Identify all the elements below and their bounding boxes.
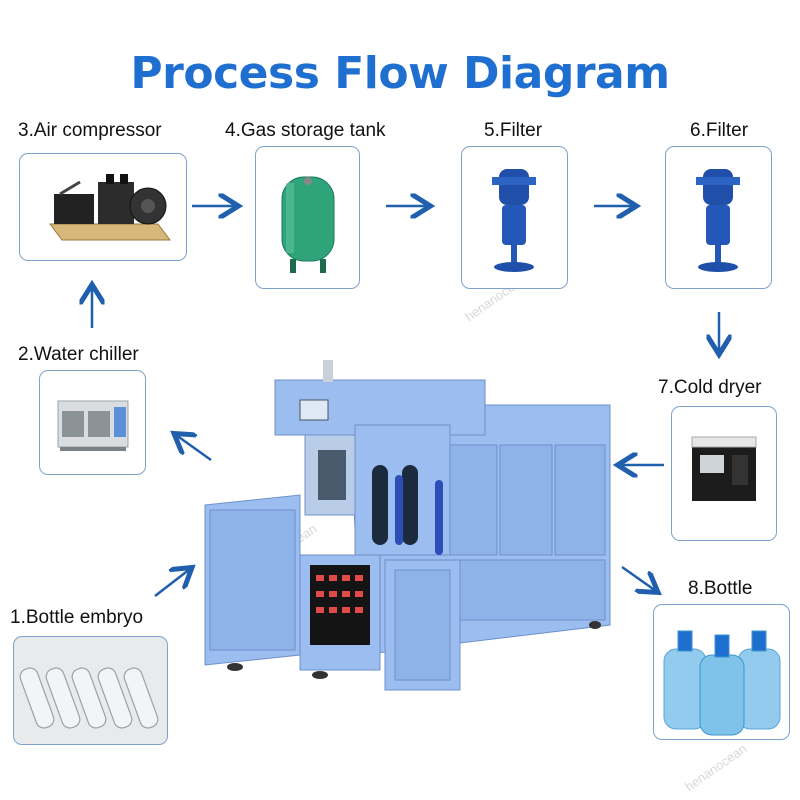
arrow-embryo-to-machine [154,569,190,597]
bottle-image [653,604,790,740]
step-label-air-compressor: 3.Air compressor [18,120,162,141]
step-label-water-chiller: 2.Water chiller [18,344,139,365]
arrow-machine-to-chiller [176,435,212,462]
cold-dryer-image [671,406,777,541]
gas-storage-tank-image [255,146,360,289]
arrow-machine-to-bottle [621,565,656,591]
step-label-gas-storage-tank: 4.Gas storage tank [225,120,386,141]
bottle-embryo-image [13,636,168,745]
air-compressor-image [19,153,187,261]
step-label-filter-6: 6.Filter [690,120,749,141]
page-title: Process Flow Diagram [130,48,670,99]
step-label-bottle-embryo: 1.Bottle embryo [10,607,144,628]
step-label-filter-5: 5.Filter [484,120,543,141]
water-chiller-image [39,370,146,475]
blow-molding-machine-image [204,360,611,691]
filter-6-image [665,146,772,289]
step-label-cold-dryer: 7.Cold dryer [658,377,762,398]
filter-5-image [461,146,568,289]
step-label-bottle: 8.Bottle [688,578,753,599]
